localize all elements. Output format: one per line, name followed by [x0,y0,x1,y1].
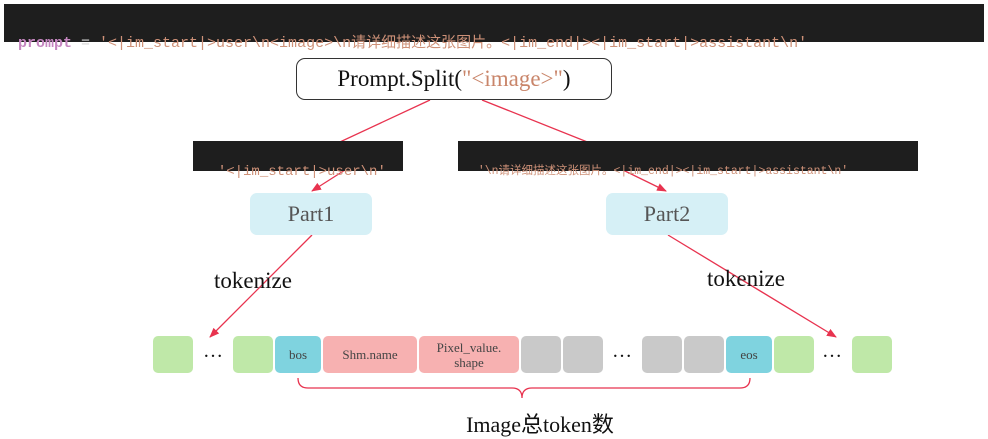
left-snippet: '<|im_start|>user\n' [193,141,403,180]
split-prefix: Prompt.Split( [337,66,462,91]
part2-tokenize-arrow [667,234,837,338]
prompt-keyword: prompt [18,35,73,52]
token-gray [563,336,603,373]
ellipsis-middle: … [612,340,633,362]
prompt-split-box: Prompt.Split("<image>") [296,58,612,100]
image-token-brace [297,377,751,399]
tokenize-label-left: tokenize [214,268,292,293]
prompt-code-line: prompt = '<|im_start|>user\n<image>\n请详细… [4,4,984,52]
token-eos: eos [726,336,772,373]
prompt-string: '<|im_start|>user\n<image>\n请详细描述这张图片。<|… [99,35,808,52]
image-total-token-label: Image总token数 [466,412,614,437]
split-arg: "<image>" [462,66,563,91]
assign-operator: = [72,35,100,52]
token-gray [521,336,561,373]
pixel-line2: shape [454,354,484,370]
token-pixel-value-shape: Pixel_value. shape [419,336,519,373]
left-snippet-arrow [311,169,346,192]
right-snippet: '\n请详细描述这张图片。<|im_end|><|im_start|>assis… [458,141,918,178]
part1-box: Part1 [250,193,372,235]
token-bos: bos [275,336,321,373]
tokenize-label-right: tokenize [707,266,785,291]
token-green [852,336,892,373]
pixel-line1: Pixel_value. [436,339,502,355]
token-gray [642,336,682,373]
token-green [233,336,273,373]
token-shm-name: Shm.name [323,336,417,373]
part2-box: Part2 [606,193,728,235]
token-green [774,336,814,373]
split-suffix: ) [562,66,571,91]
token-gray [684,336,724,373]
ellipsis-left: … [203,340,224,362]
part1-tokenize-arrow [209,234,313,338]
right-snippet-arrow [622,169,667,192]
ellipsis-right: … [822,340,843,362]
token-green [153,336,193,373]
